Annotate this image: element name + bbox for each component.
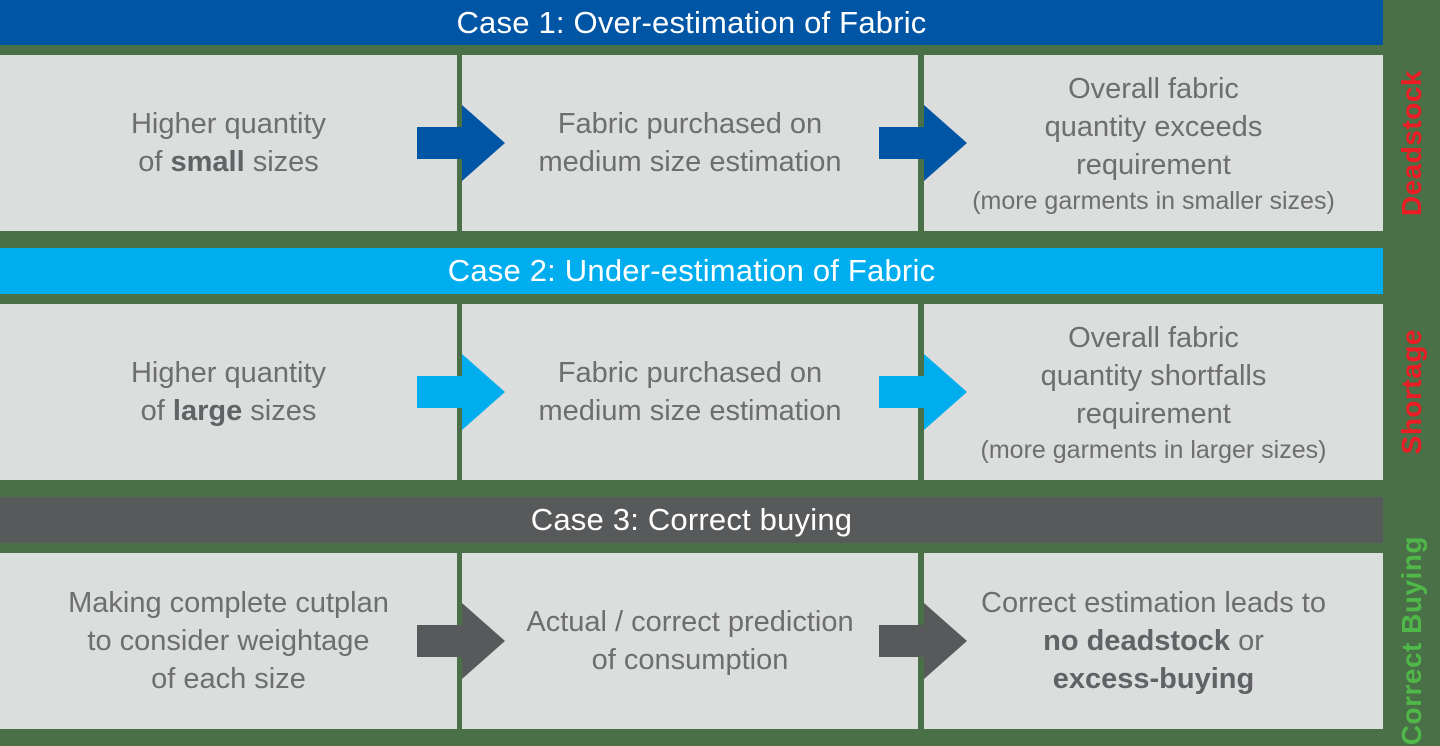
case-3-box-1: Making complete cutplan to consider weig… — [0, 553, 457, 729]
case-3-row: Making complete cutplan to consider weig… — [0, 553, 1383, 729]
case-3-box-2-line-1: Actual / correct prediction — [526, 606, 854, 638]
case-3-box-3-line-1: Correct estimation leads to — [981, 587, 1326, 619]
case-2-header: Case 2: Under-estimation of Fabric — [0, 248, 1383, 294]
case-1-row: Higher quantity of small sizes Fabric pu… — [0, 55, 1383, 231]
arrow-right-icon — [417, 603, 505, 679]
case-3-box-1-line-3: of each size — [151, 663, 306, 695]
case-3-header: Case 3: Correct buying — [0, 497, 1383, 543]
case-2-box-3-line-3: requirement — [1076, 397, 1231, 430]
case-1-box-3-note: (more garments in smaller sizes) — [972, 186, 1335, 215]
case-1-header-title: Case 1: Over-estimation of Fabric — [456, 4, 927, 40]
case-1-box-1-line-1: Higher quantity — [130, 108, 327, 140]
case-1-box-2-line-1: Fabric purchased on — [557, 108, 823, 140]
case-1-header: Case 1: Over-estimation of Fabric — [0, 0, 1383, 45]
case-2-box-3: Overall fabric quantity shortfalls requi… — [924, 304, 1383, 480]
case-2-row: Higher quantity of large sizes Fabric pu… — [0, 304, 1383, 480]
case-2-box-1-line-2: of large sizes — [140, 395, 317, 427]
case-1-box-3-line-3: requirement — [1076, 148, 1231, 181]
case-2-box-3-line-2: quantity shortfalls — [1040, 359, 1267, 392]
arrow-right-icon — [879, 105, 967, 181]
case-3-box-2: Actual / correct prediction of consumpti… — [462, 553, 918, 729]
case-1-box-1: Higher quantity of small sizes — [0, 55, 457, 231]
case-3-box-2-line-2: of consumption — [591, 644, 789, 676]
case-3-box-3-line-3: excess-buying — [1052, 663, 1255, 695]
case-2-box-2: Fabric purchased on medium size estimati… — [462, 304, 918, 480]
case-1-side-label-slot: Deadstock — [1383, 55, 1440, 231]
case-1-box-2: Fabric purchased on medium size estimati… — [462, 55, 918, 231]
case-1-box-2-line-2: medium size estimation — [538, 146, 842, 178]
deadstock-label: Deadstock — [1395, 69, 1427, 217]
correct-buying-label: Correct Buying — [1395, 536, 1427, 746]
arrow-right-icon — [879, 354, 967, 430]
case-2-box-1: Higher quantity of large sizes — [0, 304, 457, 480]
shortage-label: Shortage — [1395, 329, 1427, 455]
case-2-box-2-line-1: Fabric purchased on — [557, 357, 823, 389]
case-1-box-3-line-1: Overall fabric — [1068, 72, 1239, 105]
case-3-side-label-slot: Correct Buying — [1383, 536, 1440, 745]
case-3-box-1-line-1: Making complete cutplan — [68, 587, 389, 619]
case-2-box-2-line-2: medium size estimation — [538, 395, 842, 427]
case-3-box-3: Correct estimation leads to no deadstock… — [924, 553, 1383, 729]
case-1-box-1-line-2: of small sizes — [138, 146, 319, 178]
case-3-header-title: Case 3: Correct buying — [530, 502, 853, 537]
case-2-box-3-line-1: Overall fabric — [1068, 321, 1239, 354]
case-2-header-title: Case 2: Under-estimation of Fabric — [447, 253, 936, 288]
case-3-box-1-line-2: to consider weightage — [87, 625, 370, 657]
arrow-right-icon — [879, 603, 967, 679]
case-2-box-1-line-1: Higher quantity — [130, 357, 327, 389]
arrow-right-icon — [417, 105, 505, 181]
case-1-box-3-line-2: quantity exceeds — [1044, 110, 1263, 143]
arrow-right-icon — [417, 354, 505, 430]
case-3-box-3-line-2: no deadstock or — [1043, 625, 1264, 657]
case-2-box-3-note: (more garments in larger sizes) — [980, 435, 1327, 464]
case-1-box-3: Overall fabric quantity exceeds requirem… — [924, 55, 1383, 231]
case-2-side-label-slot: Shortage — [1383, 304, 1440, 480]
